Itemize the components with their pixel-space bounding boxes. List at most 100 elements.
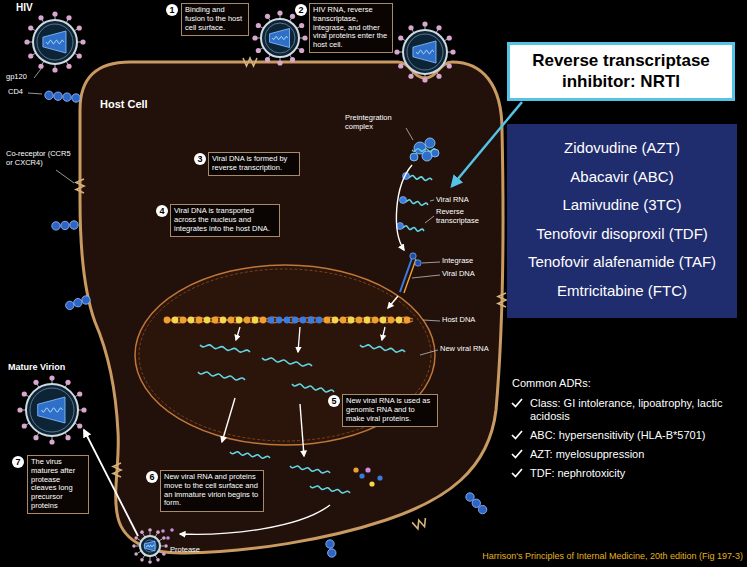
protease-dot xyxy=(170,528,174,532)
checkmark xyxy=(512,469,522,477)
hiv-virion xyxy=(24,11,85,72)
callout-number: 7 xyxy=(12,456,24,468)
note-heading: Common ADRs: xyxy=(512,377,591,390)
preintegration-complex xyxy=(425,138,435,148)
part-label: gp120 xyxy=(6,73,27,82)
step-text: HIV RNA, reverse transcriptase, integras… xyxy=(313,6,389,50)
drug-name: Emtricitabine (FTC) xyxy=(511,277,733,306)
mature-virion xyxy=(17,375,86,444)
maturation-arrow xyxy=(84,430,138,536)
citation: Harrison's Principles of Internal Medici… xyxy=(440,551,743,562)
part-label: New viral RNA xyxy=(440,345,489,354)
step-text: New viral RNA and proteins move to the c… xyxy=(164,473,260,508)
part-label: HIV xyxy=(16,2,33,14)
dna-bead xyxy=(260,317,267,324)
step-box: New viral RNA is used as genomic RNA and… xyxy=(342,394,438,427)
viral-protein xyxy=(365,467,370,472)
dna-bead xyxy=(284,317,291,324)
leader-line xyxy=(430,200,434,201)
cd4-receptor xyxy=(466,493,487,514)
dna-bead xyxy=(252,317,259,324)
viral-protein xyxy=(369,481,374,486)
step-text: Binding and fusion to the host cell surf… xyxy=(185,6,245,32)
viral-rna xyxy=(412,149,436,152)
dna-bead xyxy=(164,317,171,324)
step-text: New viral RNA is used as genomic RNA and… xyxy=(346,397,434,423)
dna-bead xyxy=(244,317,251,324)
integrase xyxy=(415,260,421,266)
dna-bead xyxy=(316,317,323,324)
process-arrow xyxy=(236,327,240,340)
step-box: The virus matures after protease cleaves… xyxy=(27,455,89,514)
callout-number: 3 xyxy=(194,153,206,165)
dna-bead xyxy=(332,317,339,324)
dna-bead xyxy=(372,317,379,324)
step-box: Viral DNA is transported across the nucl… xyxy=(170,204,280,237)
step-box: Binding and fusion to the host cell surf… xyxy=(181,3,249,36)
drug-class-box: Reverse transcriptase inhibitor: NRTI xyxy=(507,42,735,101)
process-arrow xyxy=(382,327,385,340)
callout-number: 2 xyxy=(295,4,307,16)
dna-bead xyxy=(188,317,195,324)
dna-bead xyxy=(348,317,355,324)
dna-bead xyxy=(212,317,219,324)
leader-line xyxy=(422,262,440,263)
dna-bead xyxy=(300,317,307,324)
cd4-receptor xyxy=(45,91,80,102)
dna-bead xyxy=(324,317,331,324)
step-box: Viral DNA is formed by reverse transcrip… xyxy=(208,152,300,176)
dna-bead xyxy=(196,317,203,324)
leader-line xyxy=(34,69,41,78)
part-label: Protease xyxy=(170,546,200,555)
viral-protein xyxy=(377,475,382,480)
dna-bead xyxy=(236,317,243,324)
note-item: Class: GI intolerance, lipoatrophy, lact… xyxy=(530,397,740,423)
leader-line xyxy=(420,350,438,355)
part-label: Reverse transcriptase xyxy=(436,208,494,226)
new-viral-rna xyxy=(262,358,312,366)
part-label: Viral RNA xyxy=(436,196,469,205)
process-arrow xyxy=(396,165,412,250)
process-arrow xyxy=(298,327,300,352)
checkmark xyxy=(512,431,522,439)
note-item: TDF: nephrotoxicity xyxy=(530,467,740,480)
dna-bead xyxy=(396,317,403,324)
callout-number: 5 xyxy=(328,395,340,407)
callout-number: 4 xyxy=(156,205,168,217)
leader-line xyxy=(423,320,440,321)
callout-number: 6 xyxy=(146,471,158,483)
viral-rna xyxy=(230,452,270,458)
dna-bead xyxy=(180,317,187,324)
cd4-receptor xyxy=(52,221,78,230)
part-label: Host DNA xyxy=(442,316,475,325)
step-box: HIV RNA, reverse transcriptase, integras… xyxy=(309,3,393,53)
cd4-receptor xyxy=(326,540,336,557)
dna-bead xyxy=(228,317,235,324)
co-receptor xyxy=(243,58,257,66)
part-label: Co-receptor (CCR5 or CXCR4) xyxy=(6,150,78,168)
viral-protein xyxy=(359,473,364,478)
dna-bead xyxy=(268,317,275,324)
integrase xyxy=(410,253,416,259)
step-text: Viral DNA is transported across the nucl… xyxy=(174,207,276,233)
host-cell-membrane xyxy=(80,62,503,553)
dna-bead xyxy=(388,317,395,324)
checkmark xyxy=(512,399,522,407)
nucleus xyxy=(135,265,435,445)
viral-dna xyxy=(404,259,416,293)
viral-rna xyxy=(290,466,330,473)
dna-bead xyxy=(356,317,363,324)
dna-bead xyxy=(204,317,211,324)
host-dna xyxy=(165,317,413,323)
process-arrow xyxy=(388,296,398,308)
step-text: Viral DNA is formed by reverse transcrip… xyxy=(212,155,296,173)
leader-line xyxy=(56,170,74,183)
leader-line xyxy=(28,93,42,94)
note-item: AZT: myelosuppression xyxy=(530,448,740,461)
dna-bead xyxy=(276,317,283,324)
dna-bead xyxy=(220,317,227,324)
drug-name: Lamivudine (3TC) xyxy=(511,191,733,220)
reverse-transcriptase xyxy=(400,197,407,204)
dna-bead xyxy=(172,317,179,324)
